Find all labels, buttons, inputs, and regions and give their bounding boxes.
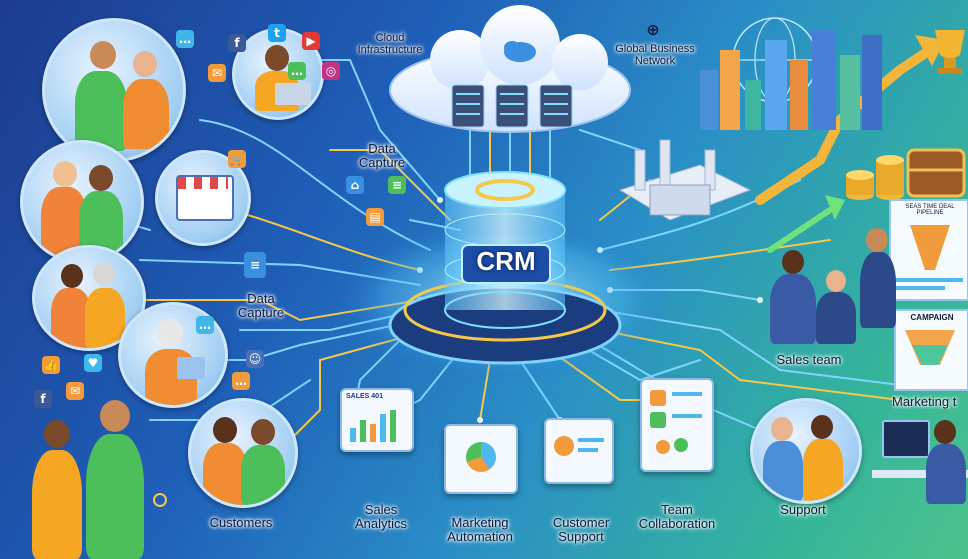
instagram-icon: ◎: [322, 62, 340, 80]
campaign-board-title: CAMPAIGN: [896, 314, 968, 322]
desk-worker: [872, 400, 968, 559]
support-bubble: [750, 398, 862, 504]
youtube-icon: ▶: [302, 32, 320, 50]
label-customers: Customers: [196, 516, 286, 530]
twitter-icon: t: [268, 24, 286, 42]
sales-analytics-screen: SALES 401: [340, 388, 414, 452]
customer-couple-bottom: [30, 400, 180, 559]
trophy-icon: [935, 30, 965, 74]
presenter-person: [860, 228, 896, 328]
label-marketing-team: Marketing t: [892, 395, 968, 409]
home-icon: ⌂: [346, 176, 364, 194]
customer-bubble-couple-top: [42, 18, 186, 162]
label-crm: CRM: [456, 246, 556, 277]
facebook-icon-2: f: [34, 390, 52, 408]
factory-icon: [620, 140, 750, 220]
chat-icon-2: …: [288, 62, 306, 80]
label-cloud-infrastructure: Cloud Infrastructure: [350, 33, 430, 56]
server-rack-icons: [452, 85, 572, 127]
label-sales-team: Sales team: [764, 353, 854, 367]
email-icon-2: ✉: [66, 382, 84, 400]
sales-analytics-screen-title: SALES 401: [342, 390, 412, 403]
sales-team-people: [760, 248, 870, 348]
chat-icon: …: [176, 30, 194, 48]
team-collaboration-screen: [640, 378, 714, 472]
label-support: Support: [768, 503, 838, 517]
globe-icon: ⊕: [644, 20, 662, 38]
document-icon: ≡: [244, 252, 266, 278]
city-skyline: [700, 18, 882, 130]
chat-icon-4: …: [232, 372, 250, 390]
label-global-business-network: Global Business Network: [600, 44, 710, 67]
email-icon: ✉: [208, 64, 226, 82]
label-data-capture-top: Data Capture: [352, 142, 412, 169]
customer-support-screen: [544, 418, 614, 484]
chat-icon-3: …: [196, 316, 214, 334]
marketing-automation-screen: [444, 424, 518, 494]
database-icon: ▤: [366, 208, 384, 226]
label-marketing-automation: Marketing Automation: [432, 516, 528, 543]
heart-icon: ♥: [84, 354, 102, 372]
person-icon: ☺: [246, 350, 264, 368]
treasure-chest-icon: [908, 150, 964, 196]
customer-bubble-friends: [188, 398, 298, 508]
pipeline-board-title: SEAS TIME DEAL PIPELINE: [892, 204, 968, 217]
label-sales-analytics: Sales Analytics: [336, 503, 426, 530]
shopping-cart-icon: 🛒: [228, 150, 246, 168]
label-customer-support: Customer Support: [536, 516, 626, 543]
label-data-capture-left: Data Capture: [226, 292, 296, 319]
label-team-collaboration: Team Collaboration: [622, 503, 732, 530]
facebook-icon: f: [228, 34, 246, 52]
document-icon-2: ≡: [388, 176, 406, 194]
coins-icon: [846, 155, 904, 200]
like-icon: 👍: [42, 356, 60, 374]
